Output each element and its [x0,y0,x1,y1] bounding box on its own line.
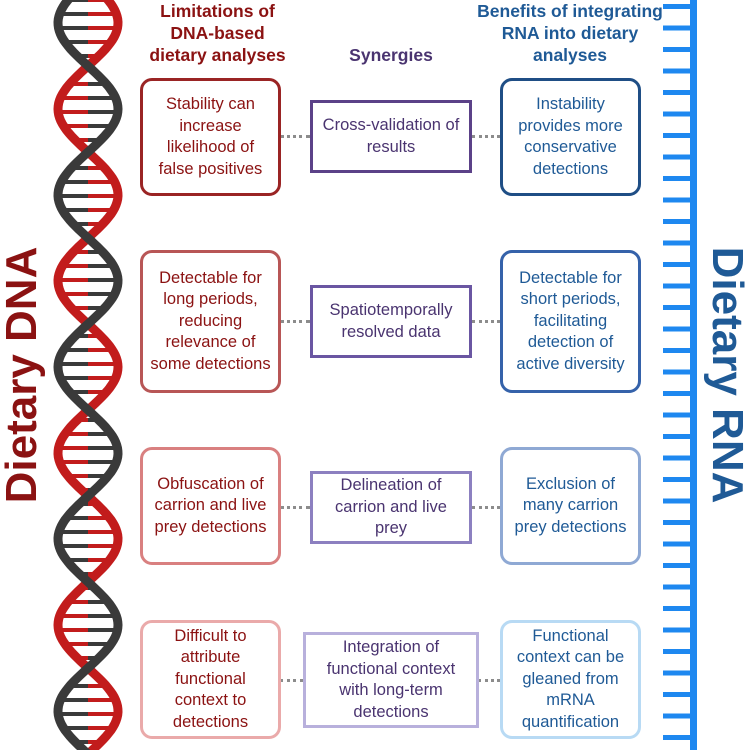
rna-base [663,326,693,332]
synergies-header: Synergies [349,45,433,65]
synergy-box: Delineation of carrion and live prey [310,471,472,544]
rna-base [663,176,693,181]
rna-base [663,520,693,525]
connector [280,135,310,138]
helix-strand-red [53,0,123,750]
limitation-box: Stability can increase likelihood of fal… [140,78,281,196]
benefit-box: Detectable for short periods, facilitati… [500,250,641,393]
rna-base [663,477,693,482]
rna-base [663,68,693,74]
rna-base [663,305,693,310]
rna-base [663,219,693,224]
rna-base [663,455,693,461]
rna-base [663,498,693,504]
rna-base [663,262,693,267]
rna-base [663,649,693,654]
dietary-rna-label: Dietary RNA [703,246,750,504]
dietary-dna-label: Dietary DNA [0,246,46,504]
helix-strand-dark [53,0,123,750]
rna-base [663,133,693,138]
rna-base [663,348,693,353]
rna-base [663,541,693,547]
synergy-box: Cross-validation of results [310,100,472,173]
dna-double-helix-illustration [53,0,123,750]
synergy-box: Integration of functional context with l… [303,632,479,728]
rna-base [663,197,693,203]
benefit-box: Exclusion of many carrion prey detection… [500,447,641,565]
rna-base [663,606,693,611]
rna-base [663,111,693,117]
rna-base [663,4,693,9]
rna-base [663,670,693,676]
connector [280,679,303,682]
rna-base [663,713,693,719]
rna-base [663,692,693,697]
rna-base [663,735,693,740]
limitation-box: Detectable for long periods, reducing re… [140,250,281,393]
connector [280,320,310,323]
benefit-box: Functional context can be gleaned from m… [500,620,641,739]
rna-base [663,627,693,633]
synergy-box: Spatiotemporally resolved data [310,285,472,358]
connector [472,506,500,509]
rna-backbone [690,0,697,750]
connector [280,506,310,509]
benefit-box: Instability provides more conservative d… [500,78,641,196]
rna-base [663,240,693,246]
rna-base [663,412,693,418]
rna-base [663,391,693,396]
rna-base [663,283,693,289]
benefits-header: Benefits of integrating RNA into dietary… [477,1,663,65]
rna-base [663,154,693,160]
rna-strand-illustration [663,0,697,750]
limitations-header: Limitations of DNA-based dietary analyse… [149,1,286,65]
rna-base [663,584,693,590]
rna-base [663,369,693,375]
rna-base [663,434,693,439]
limitation-box: Difficult to attribute functional contex… [140,620,281,739]
rna-base [663,25,693,31]
connector [478,679,500,682]
connector [472,320,500,323]
rna-base [663,47,693,52]
rna-base [663,90,693,95]
rna-base [663,563,693,568]
limitation-box: Obfuscation of carrion and live prey det… [140,447,281,565]
connector [472,135,500,138]
